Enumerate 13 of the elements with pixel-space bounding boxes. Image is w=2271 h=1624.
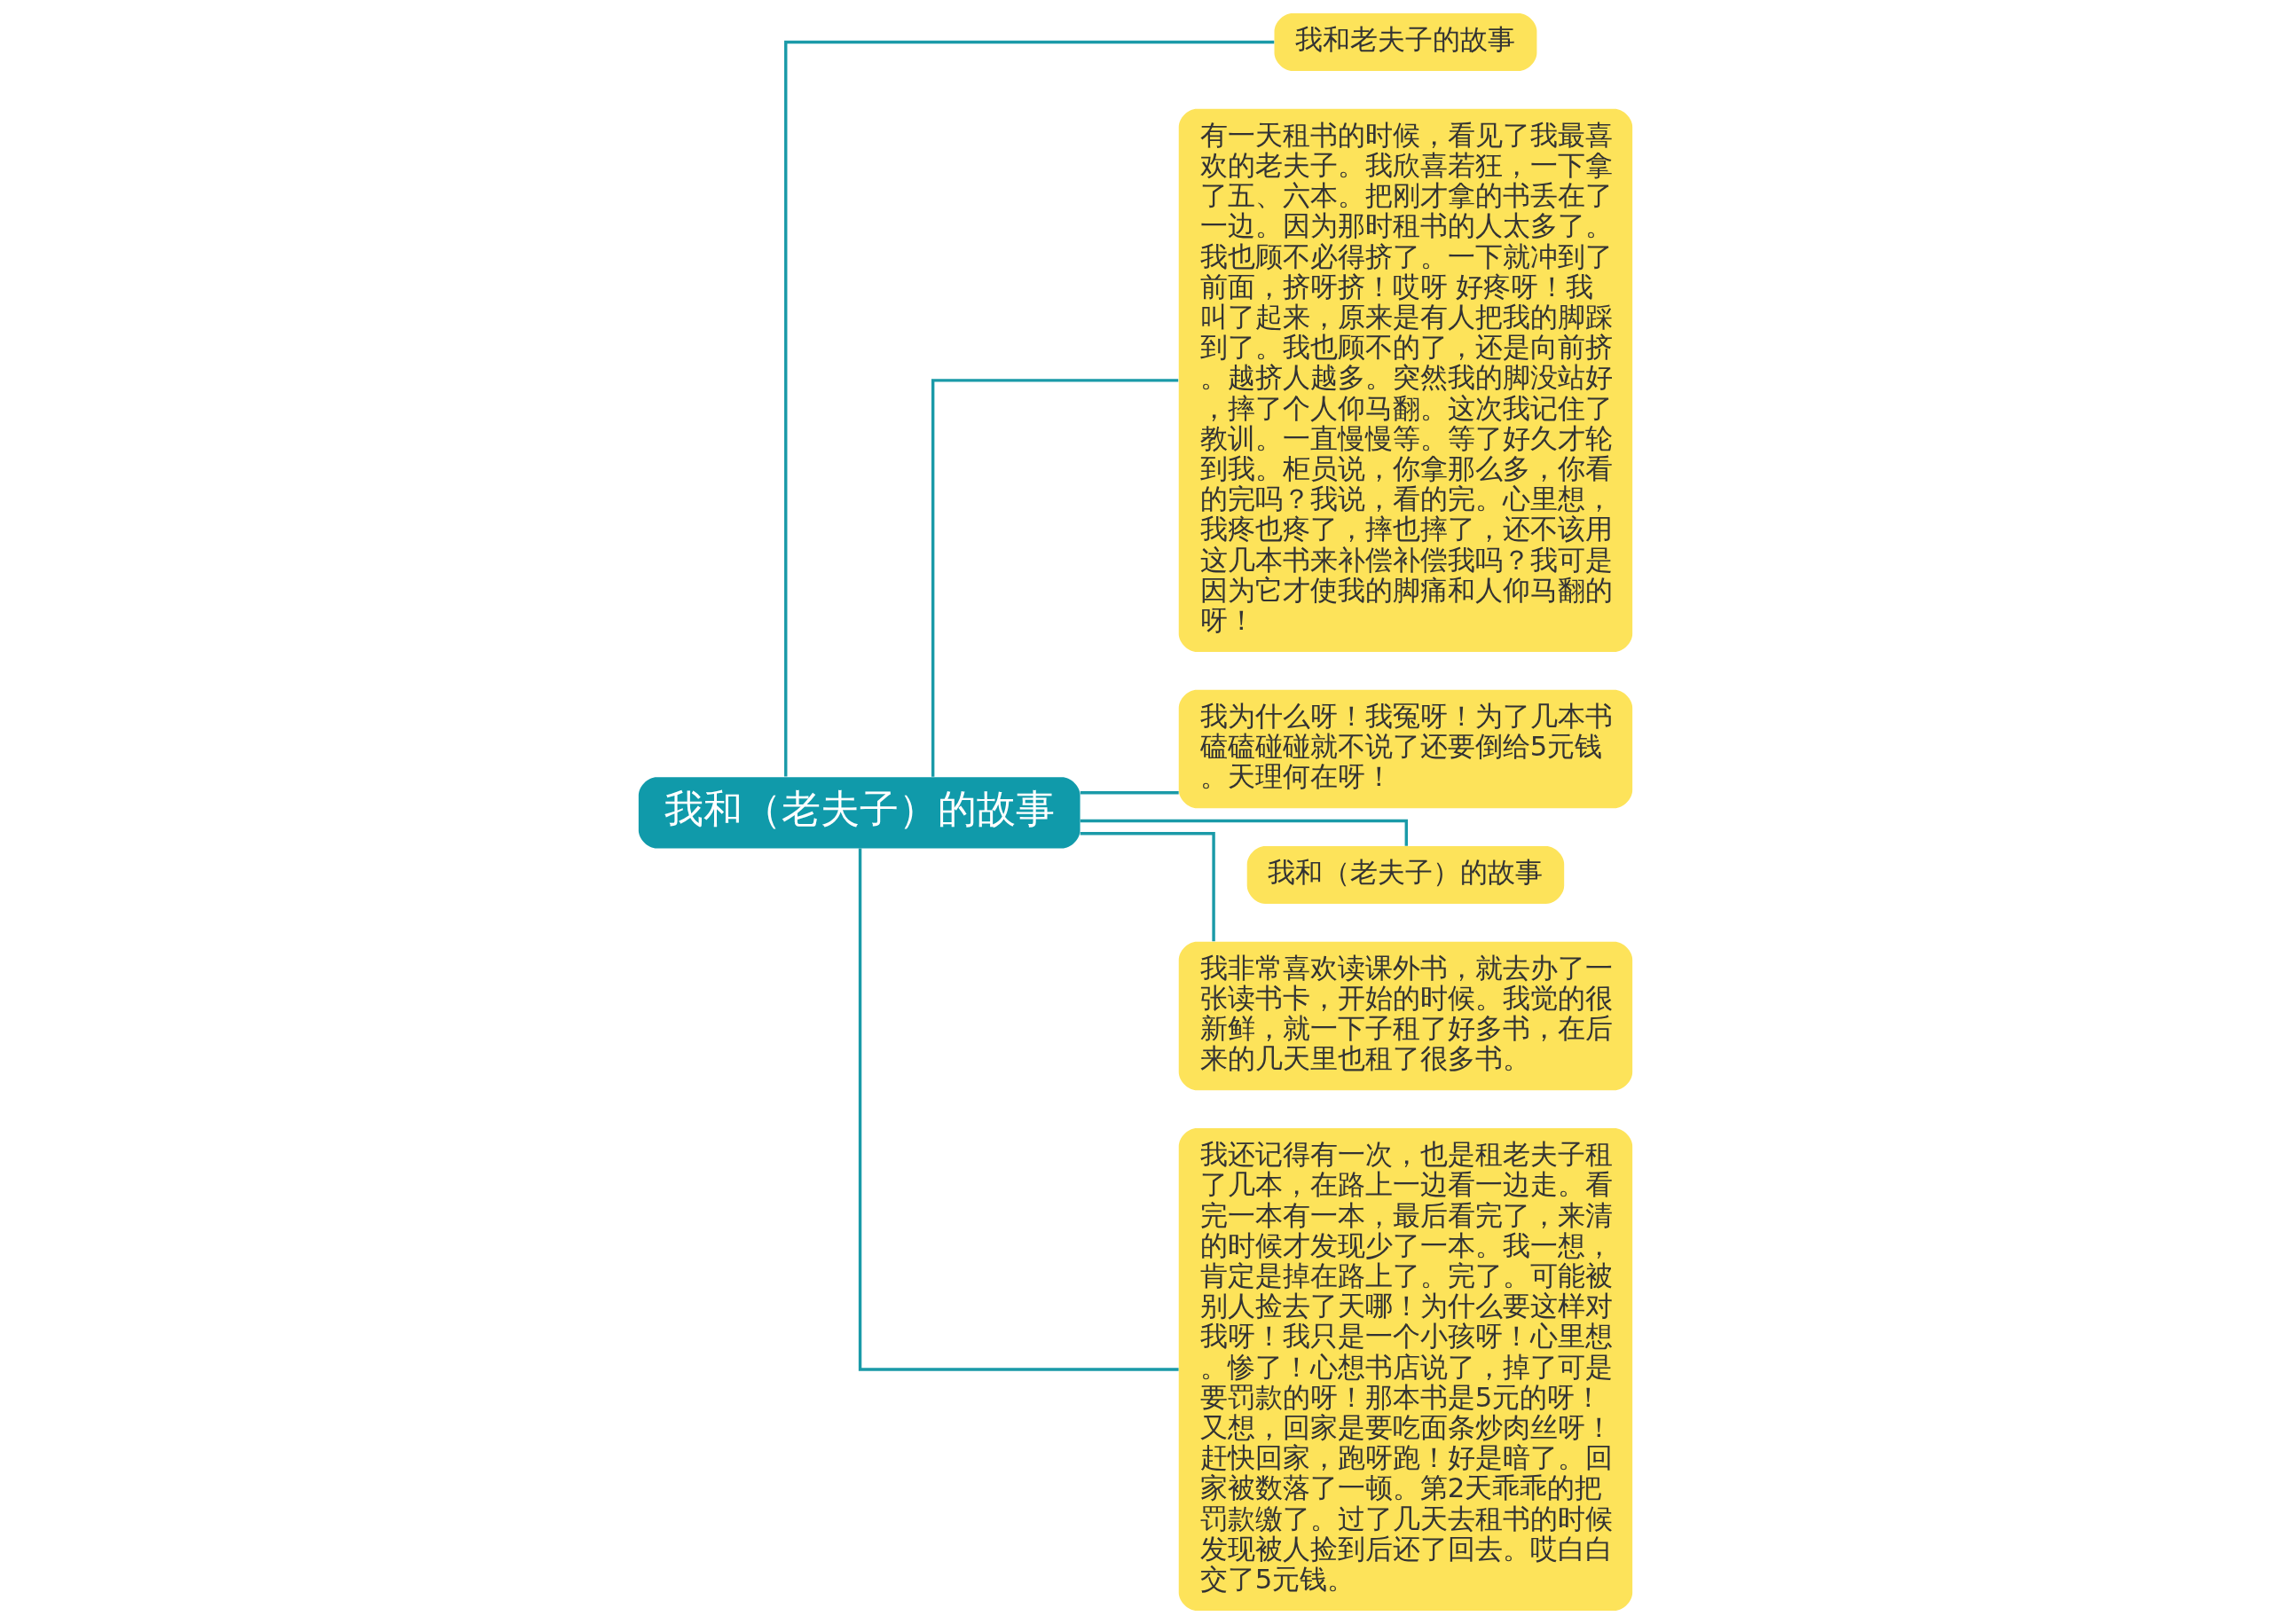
connector	[1080, 819, 1408, 846]
connector	[1080, 791, 1179, 795]
node-box: 我和（老夫子）的故事	[1246, 846, 1565, 904]
connector	[784, 40, 1275, 777]
node-box: 我和（老夫子）的故事	[638, 777, 1080, 849]
connector	[858, 848, 1179, 1371]
node-box: 我和老夫子的故事	[1274, 12, 1537, 71]
node-box: 我还记得有一次，也是租老夫子租了几本，在路上一边看一边走。看完一本有一本，最后看完了，来清的时候才发现少了一本。我一想，肯定是掉在路上了。完了。可能被别人捡去了天哪！为什么要这样对我呀！我只是一个小孩呀！心里想。惨了！心想书店说了，掉了可是要罚款的呀！那本书是5元的呀！又想，回家是要吃面条炒肉丝呀！赶快回家，跑呀跑！好是暗了。回家被数落了一顿。第2天乖乖的把罚款缴了。过了几天去租书的时候发现被人捡到后还了回去。哎白白交了5元钱。	[1178, 1128, 1633, 1612]
node-box: 我非常喜欢读课外书，就去办了一张读书卡，开始的时候。我觉的很新鲜，就一下子租了好多书，在后来的几天里也租了很多书。	[1178, 941, 1633, 1091]
connector	[931, 379, 1179, 777]
node-box: 我为什么呀！我冤呀！为了几本书磕磕碰碰就不说了还要倒给5元钱。天理何在呀！	[1178, 689, 1633, 809]
node-box: 有一天租书的时候，看见了我最喜欢的老夫子。我欣喜若狂，一下拿了五、六本。把刚才拿的书丢在了一边。因为那时租书的人太多了。我也顾不必得挤了。一下就冲到了前面，挤呀挤！哎呀 好疼呀！我叫了起来，原来是有人把我的脚踩到了。我也顾不的了，还是向前挤。越挤人越多。突然我的脚没站好，摔了个人仰马翻。这次我记住了教训。一直慢慢等。等了好久才轮到我。柜员说，你拿那么多，你看的完吗？我说，看的完。心里想，我疼也疼了，摔也摔了，还不该用这几本书来补偿补偿我吗？我可是因为它才使我的脚痛和人仰马翻的呀！	[1178, 108, 1633, 653]
connector	[1080, 832, 1215, 942]
